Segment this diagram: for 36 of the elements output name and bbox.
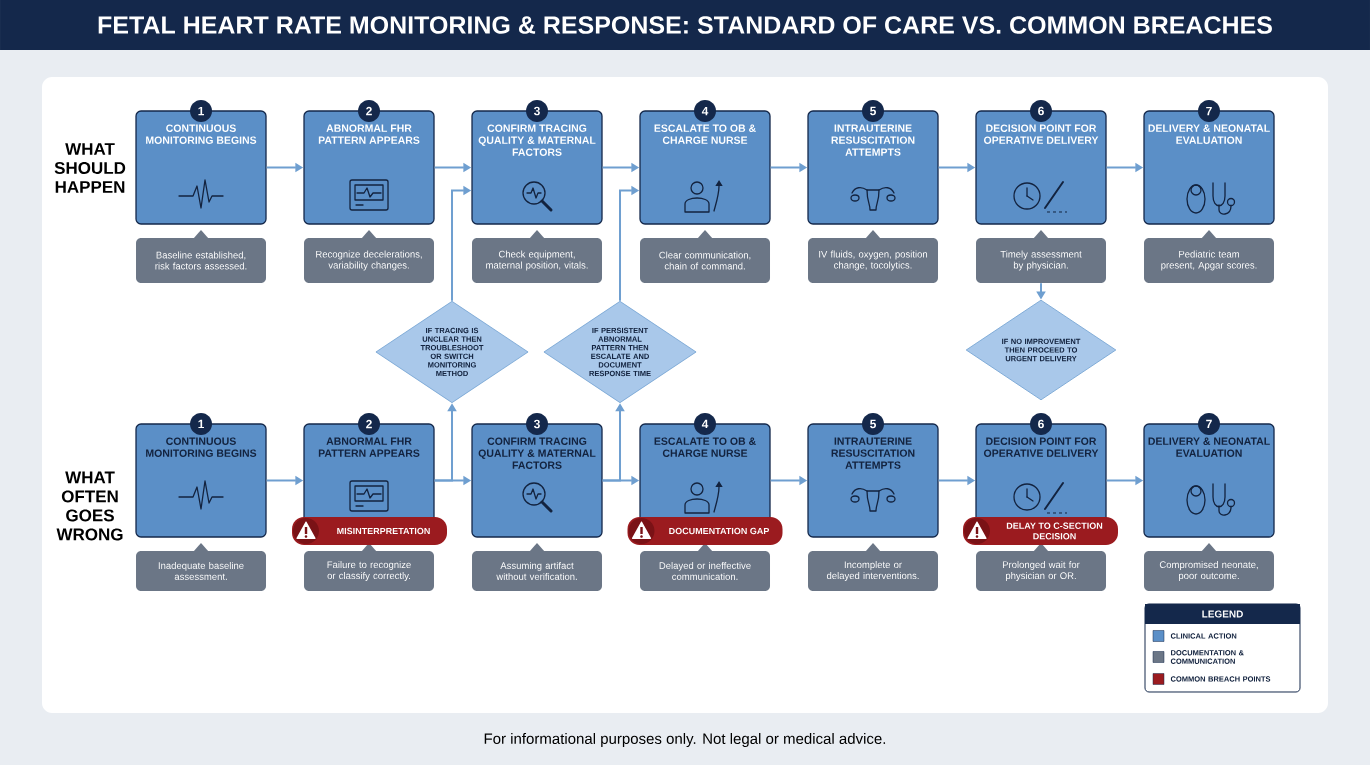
note-box: Incomplete or delayed interventions. bbox=[808, 543, 938, 591]
row-label: WHAT OFTEN GOES WRONG bbox=[56, 471, 123, 541]
step-number: 2 bbox=[358, 413, 380, 435]
note-box: Assuming artifact without verification. bbox=[472, 543, 602, 591]
step-number: 6 bbox=[1030, 413, 1052, 435]
step-number: 5 bbox=[862, 413, 884, 435]
breach-badge: DELAY TO C-SECTION DECISION bbox=[963, 517, 1118, 545]
note-box: Pediatric team present, Apgar scores. bbox=[1144, 230, 1274, 283]
title-bar: FETAL HEART RATE MONITORING & RESPONSE: STANDARD OF CARE VS. COMMON BREACHES bbox=[0, 0, 1370, 50]
note-box: Check equipment, maternal position, vitals. bbox=[472, 230, 602, 283]
note-box: IV fluids, oxygen, position change, tocolytics. bbox=[808, 230, 938, 283]
step-number: 3 bbox=[526, 100, 548, 122]
step-number: 7 bbox=[1198, 100, 1220, 122]
note-box: Timely assessment by physician. bbox=[976, 230, 1106, 283]
note-box: Delayed or ineffective communication. bbox=[640, 543, 770, 591]
step-number: 6 bbox=[1030, 100, 1052, 122]
row-label: WHAT SHOULD HAPPEN bbox=[54, 143, 126, 193]
legend-title: LEGEND bbox=[1145, 604, 1300, 624]
note-box: Recognize decelerations, variability changes. bbox=[304, 230, 434, 283]
step-number: 2 bbox=[358, 100, 380, 122]
step-number: 4 bbox=[694, 413, 716, 435]
note-box: Baseline established, risk factors assessed. bbox=[136, 230, 266, 283]
step-number: 5 bbox=[862, 100, 884, 122]
note-box: Inadequate baseline assessment. bbox=[136, 543, 266, 591]
step-number: 4 bbox=[694, 100, 716, 122]
step-number: 7 bbox=[1198, 413, 1220, 435]
note-box: Clear communication, chain of command. bbox=[640, 230, 770, 283]
note-box: Failure to recognize or classify correctly. bbox=[304, 543, 434, 591]
footer-note: For informational purposes only. Not legal or medical advice. bbox=[484, 733, 886, 747]
breach-badge: MISINTERPRETATION bbox=[292, 517, 447, 545]
breach-badge: DOCUMENTATION GAP bbox=[627, 517, 783, 545]
note-box: Prolonged wait for physician or OR. bbox=[976, 543, 1106, 591]
step-number: 3 bbox=[526, 413, 548, 435]
step-number: 1 bbox=[190, 100, 212, 122]
step-number: 1 bbox=[190, 413, 212, 435]
note-box: Compromised neonate, poor outcome. bbox=[1144, 543, 1274, 591]
